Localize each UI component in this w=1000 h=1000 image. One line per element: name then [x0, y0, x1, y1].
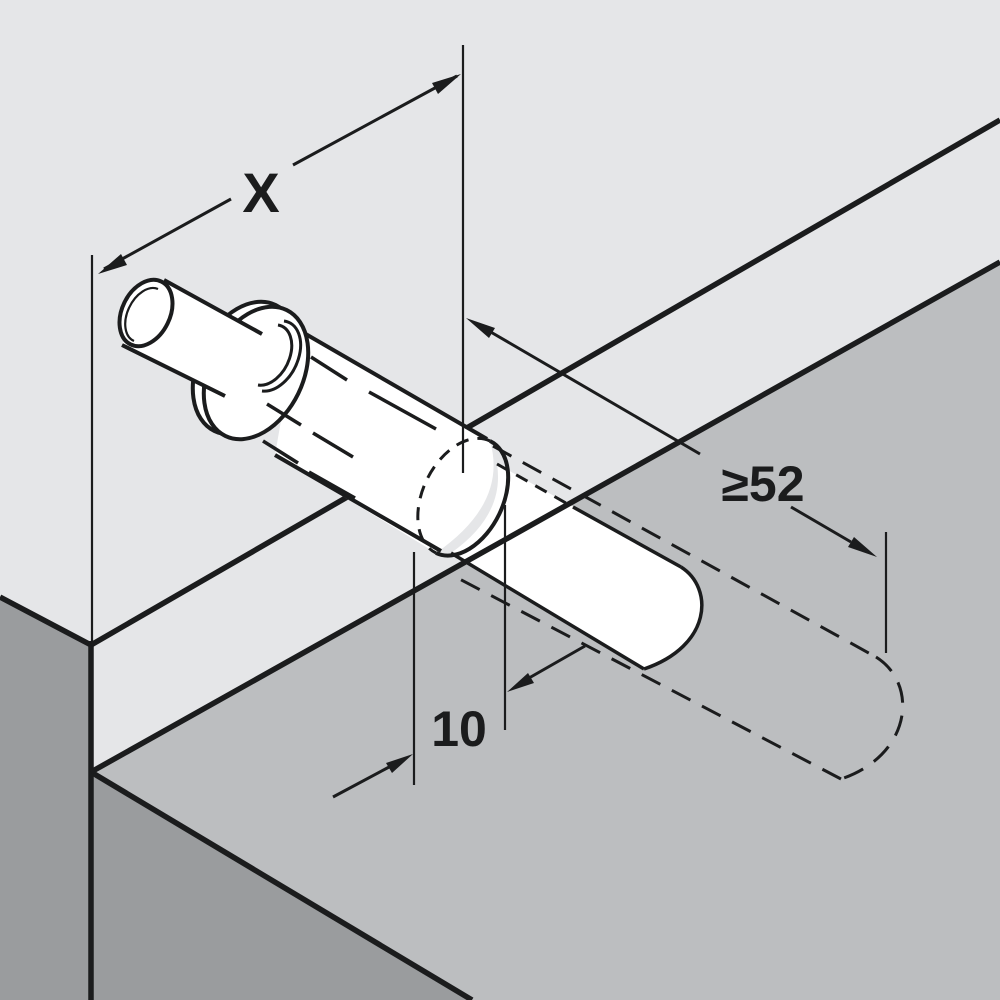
dim-x-label: X — [242, 161, 279, 224]
dim-52-line-left-segment — [488, 329, 701, 456]
drill-hole-end-dashed-cap — [840, 655, 905, 781]
dim-10-leader-right — [528, 644, 586, 680]
flange-hub-outer-arc — [261, 319, 303, 393]
side-panel-top-edge-line — [0, 594, 93, 648]
dim-10-arrow-left — [386, 754, 413, 773]
panel-bottom-edge-line — [89, 769, 474, 1000]
arrowheads — [98, 74, 877, 773]
pin-tip-chamfer-arc — [124, 286, 159, 343]
side-panel-dark-face — [0, 597, 91, 1000]
dim-52-line-right-segment — [790, 505, 852, 544]
panel-front-edge-line — [89, 259, 1000, 775]
panel-front-face — [91, 262, 1000, 1000]
latch-body-fill — [275, 329, 494, 553]
dim-10-leader-left — [332, 764, 392, 799]
dim-x-line-left-segment — [103, 197, 232, 271]
dim-10-label: 10 — [431, 701, 487, 757]
latch-nose-top-hidden-line — [496, 462, 574, 509]
pin-bottom-line — [121, 343, 226, 398]
drill-hole-bottom-dashed-line — [449, 572, 842, 781]
extension-lines — [90, 45, 888, 785]
latch-body-bottom-line — [273, 453, 443, 553]
drill-hole-top-dashed-line — [492, 444, 877, 659]
latch-body-top-line — [295, 327, 489, 441]
panel-top-edge-line — [89, 117, 1000, 648]
dim-52-arrow-right — [848, 537, 877, 557]
latch-nose-end-cap — [643, 565, 704, 671]
dim-52-label: ≥52 — [721, 456, 804, 512]
dim-52-arrow-left — [466, 318, 495, 338]
dim-x-arrow-left — [98, 254, 127, 274]
hole-mouth-visible-arc — [435, 439, 511, 558]
hole-mouth-hidden-arc — [416, 436, 491, 555]
latch-nose-capsule — [451, 464, 702, 669]
dimension-lines — [103, 74, 852, 799]
flange-hub-inner-arc — [257, 323, 294, 387]
body-rib-strokes — [262, 355, 437, 500]
dimension-labels: X ≥52 10 — [242, 161, 804, 757]
pin-tip-face — [117, 277, 175, 349]
dim-x-arrow-right — [432, 74, 461, 94]
latch-nose-top-line — [572, 505, 682, 569]
dim-10-arrow-right — [507, 673, 534, 692]
pin-top-line — [163, 278, 263, 336]
dim-x-line-right-segment — [292, 74, 458, 167]
latch-nose-bottom-line — [450, 551, 645, 671]
